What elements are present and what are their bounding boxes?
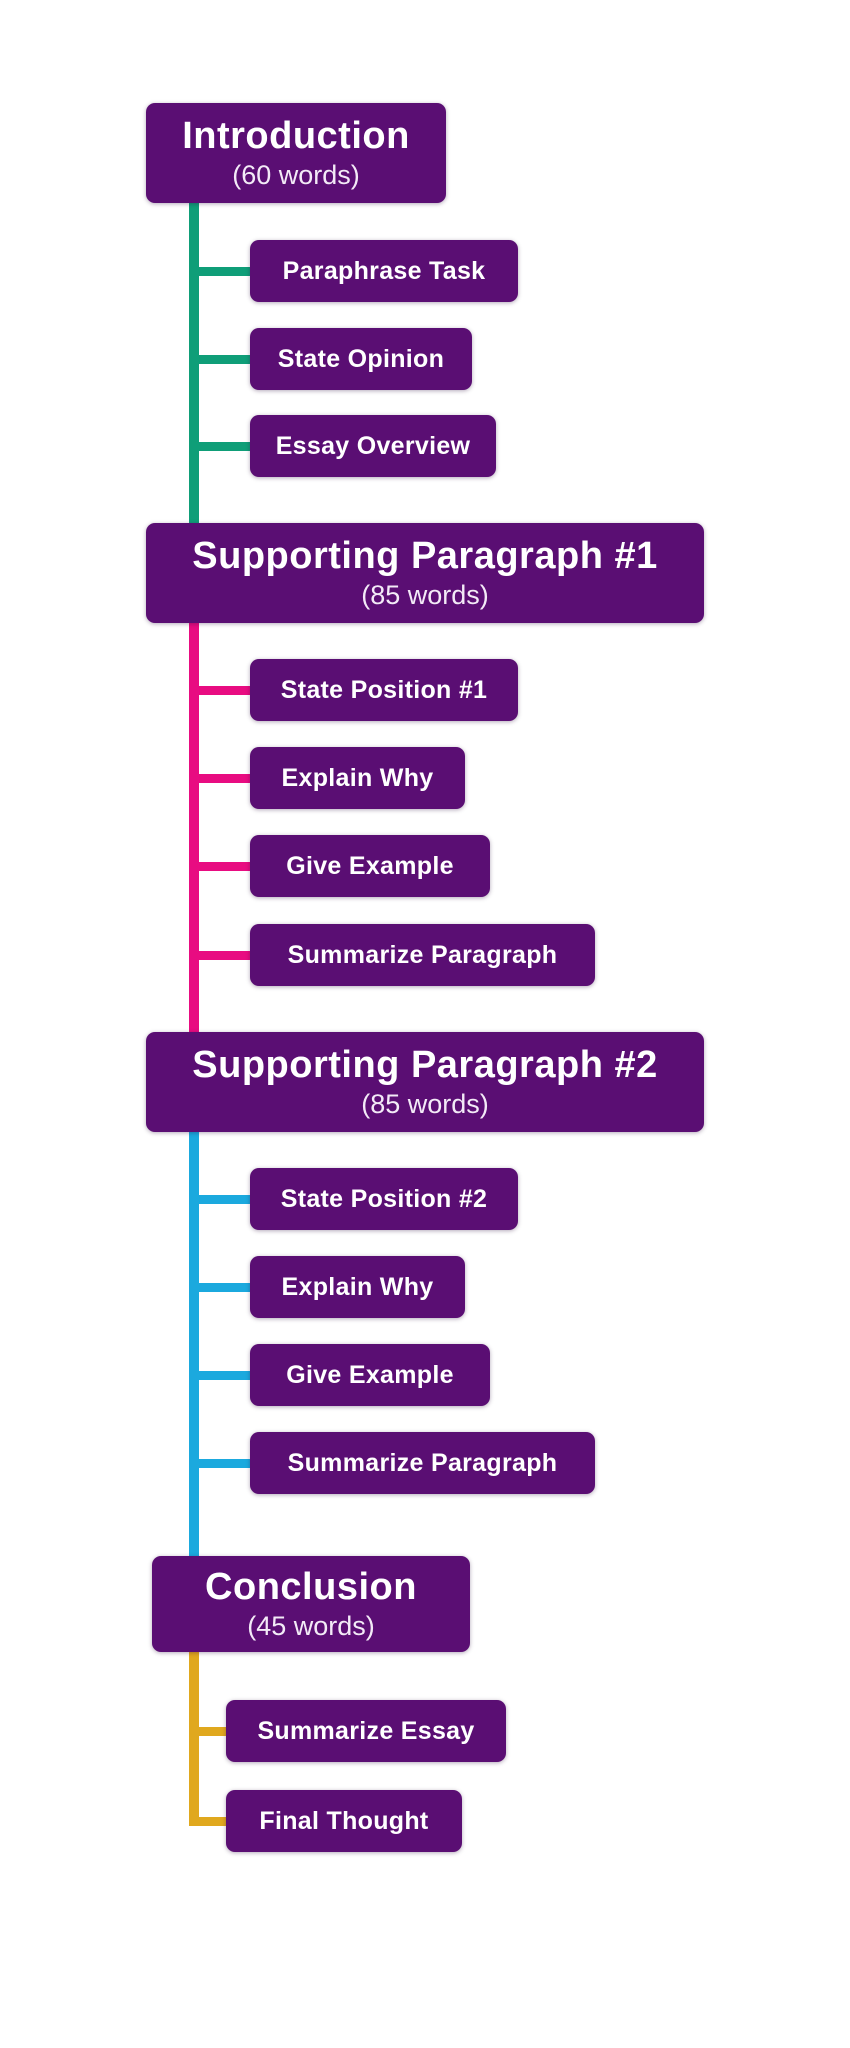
connector-branch xyxy=(191,1283,250,1292)
step-label: State Position #2 xyxy=(280,1184,488,1213)
step-label: Give Example xyxy=(286,851,454,880)
connector-trunk-conclusion xyxy=(189,1649,199,1826)
node-state-position-1: State Position #1 xyxy=(250,659,518,721)
section-word-count: (45 words) xyxy=(247,1610,375,1641)
step-label: State Position #1 xyxy=(280,675,488,704)
section-word-count: (60 words) xyxy=(232,159,360,190)
connector-branch xyxy=(191,774,250,783)
step-label: Final Thought xyxy=(259,1806,429,1835)
step-label: Essay Overview xyxy=(275,431,471,460)
node-conclusion: Conclusion (45 words) xyxy=(152,1556,470,1652)
node-final-thought: Final Thought xyxy=(226,1790,462,1852)
section-title: Introduction xyxy=(182,115,410,158)
connector-branch xyxy=(191,862,250,871)
node-essay-overview: Essay Overview xyxy=(250,415,496,477)
node-explain-why-1: Explain Why xyxy=(250,747,465,809)
node-state-position-2: State Position #2 xyxy=(250,1168,518,1230)
connector-branch xyxy=(191,1817,226,1826)
section-title: Supporting Paragraph #2 xyxy=(192,1044,658,1087)
section-title: Supporting Paragraph #1 xyxy=(192,535,658,578)
connector-branch xyxy=(191,1371,250,1380)
node-explain-why-2: Explain Why xyxy=(250,1256,465,1318)
node-paraphrase-task: Paraphrase Task xyxy=(250,240,518,302)
node-introduction: Introduction (60 words) xyxy=(146,103,446,203)
connector-branch xyxy=(191,686,250,695)
connector-branch xyxy=(191,355,250,364)
node-supporting-paragraph-2: Supporting Paragraph #2 (85 words) xyxy=(146,1032,704,1132)
section-word-count: (85 words) xyxy=(361,579,489,610)
step-label: Summarize Paragraph xyxy=(287,1448,558,1477)
step-label: Explain Why xyxy=(281,1272,434,1301)
connector-branch xyxy=(191,267,250,276)
connector-trunk-supporting-2 xyxy=(189,1129,199,1560)
node-summarize-essay: Summarize Essay xyxy=(226,1700,506,1762)
connector-branch xyxy=(191,1727,226,1736)
step-label: Summarize Paragraph xyxy=(287,940,558,969)
step-label: Paraphrase Task xyxy=(282,256,486,285)
connector-branch xyxy=(191,442,250,451)
section-word-count: (85 words) xyxy=(361,1088,489,1119)
node-state-opinion: State Opinion xyxy=(250,328,472,390)
connector-branch xyxy=(191,951,250,960)
node-summarize-paragraph-2: Summarize Paragraph xyxy=(250,1432,595,1494)
step-label: State Opinion xyxy=(277,344,445,373)
node-summarize-paragraph-1: Summarize Paragraph xyxy=(250,924,595,986)
step-label: Summarize Essay xyxy=(257,1716,475,1745)
section-title: Conclusion xyxy=(205,1566,417,1609)
node-give-example-1: Give Example xyxy=(250,835,490,897)
node-give-example-2: Give Example xyxy=(250,1344,490,1406)
connector-branch xyxy=(191,1195,250,1204)
node-supporting-paragraph-1: Supporting Paragraph #1 (85 words) xyxy=(146,523,704,623)
step-label: Explain Why xyxy=(281,763,434,792)
step-label: Give Example xyxy=(286,1360,454,1389)
connector-trunk-supporting-1 xyxy=(189,620,199,1036)
connector-branch xyxy=(191,1459,250,1468)
